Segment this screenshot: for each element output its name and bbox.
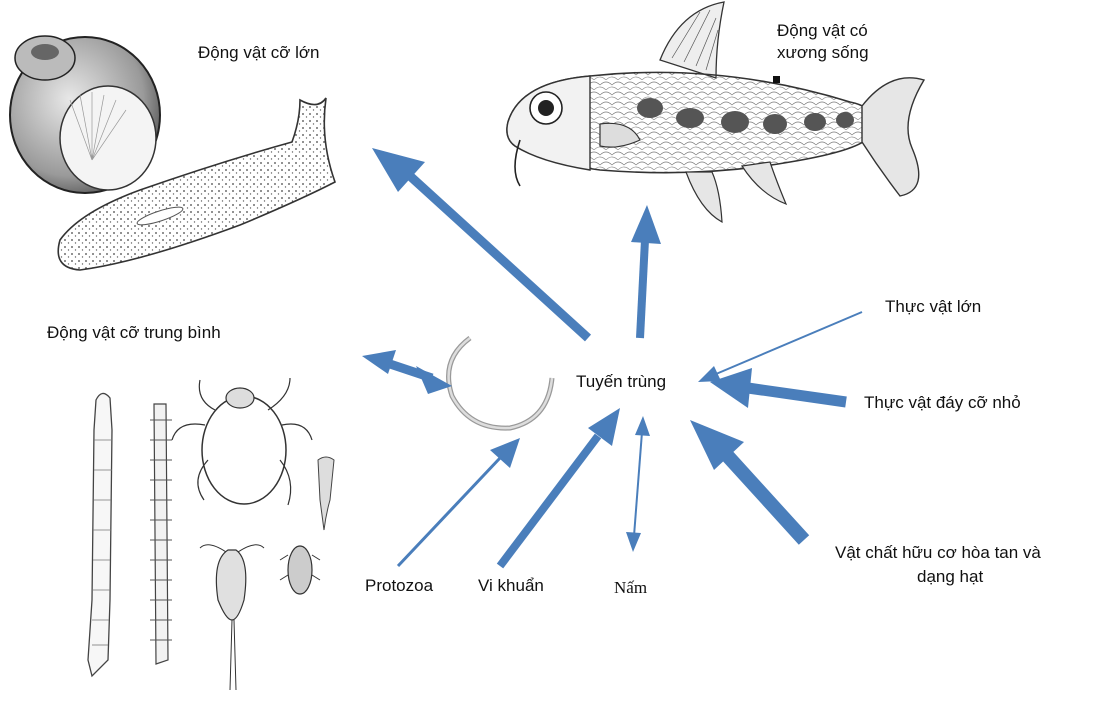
arrow-with-medium-animals — [362, 350, 452, 394]
arrow-to-large-animals — [372, 148, 588, 338]
arrow-from-small-benthic-plants — [710, 368, 846, 408]
label-small-benthic-plants: Thực vật đáy cỡ nhỏ — [864, 392, 1021, 413]
arrow-from-large-plants — [698, 312, 862, 382]
label-vertebrates-line2: xương sống — [777, 42, 869, 63]
arrows — [362, 148, 862, 566]
label-center-nematode: Tuyến trùng — [576, 371, 666, 392]
arrow-with-fungi — [626, 416, 650, 552]
label-fungi: Nấm — [614, 577, 647, 598]
tardigrade-illustration — [280, 546, 320, 594]
label-organic-matter-line1: Vật chất hữu cơ hòa tan và — [835, 542, 1041, 563]
insect-larva-illustration — [88, 393, 112, 676]
label-medium-animals: Động vật cỡ trung bình — [47, 322, 221, 343]
label-vertebrates-line1: Động vật có — [777, 20, 868, 41]
label-protozoa: Protozoa — [365, 575, 433, 596]
nematode-illustration — [449, 338, 552, 428]
small-crustacean-illustration — [318, 457, 334, 530]
label-bacteria: Vi khuẩn — [478, 575, 544, 596]
arrow-from-organic-matter — [690, 420, 804, 540]
arrow-from-bacteria — [500, 408, 620, 566]
arrow-to-vertebrates — [631, 205, 661, 338]
arrow-from-protozoa — [398, 438, 520, 566]
label-large-animals: Động vật cỡ lớn — [198, 42, 320, 63]
millipede-illustration — [150, 404, 172, 664]
label-organic-matter-line2: dạng hạt — [917, 566, 983, 587]
copepod-illustration — [200, 545, 264, 690]
mite-illustration — [172, 378, 312, 505]
snail-illustration — [10, 36, 160, 193]
label-large-plants: Thực vật lớn — [885, 296, 981, 317]
